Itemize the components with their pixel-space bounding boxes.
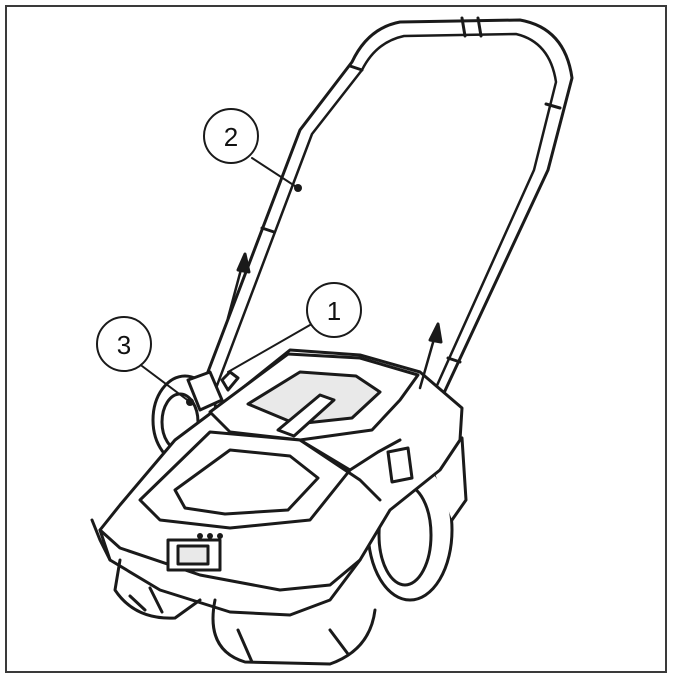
- arrow-right: [418, 322, 443, 390]
- callout-3: 3: [96, 316, 152, 372]
- callout-2-label: 2: [224, 122, 238, 152]
- leader-lines: [141, 157, 311, 403]
- sweeper-body: [90, 348, 464, 617]
- handle-clamp-right: [386, 446, 414, 484]
- handle: [196, 16, 574, 474]
- callout-1-label: 1: [327, 296, 341, 326]
- side-brushes: [113, 558, 377, 666]
- handle-clamp: [186, 370, 240, 412]
- callout-1: 1: [306, 282, 362, 338]
- callout-3-label: 3: [117, 330, 131, 360]
- callout-2: 2: [203, 108, 259, 164]
- arrow-left: [226, 252, 251, 320]
